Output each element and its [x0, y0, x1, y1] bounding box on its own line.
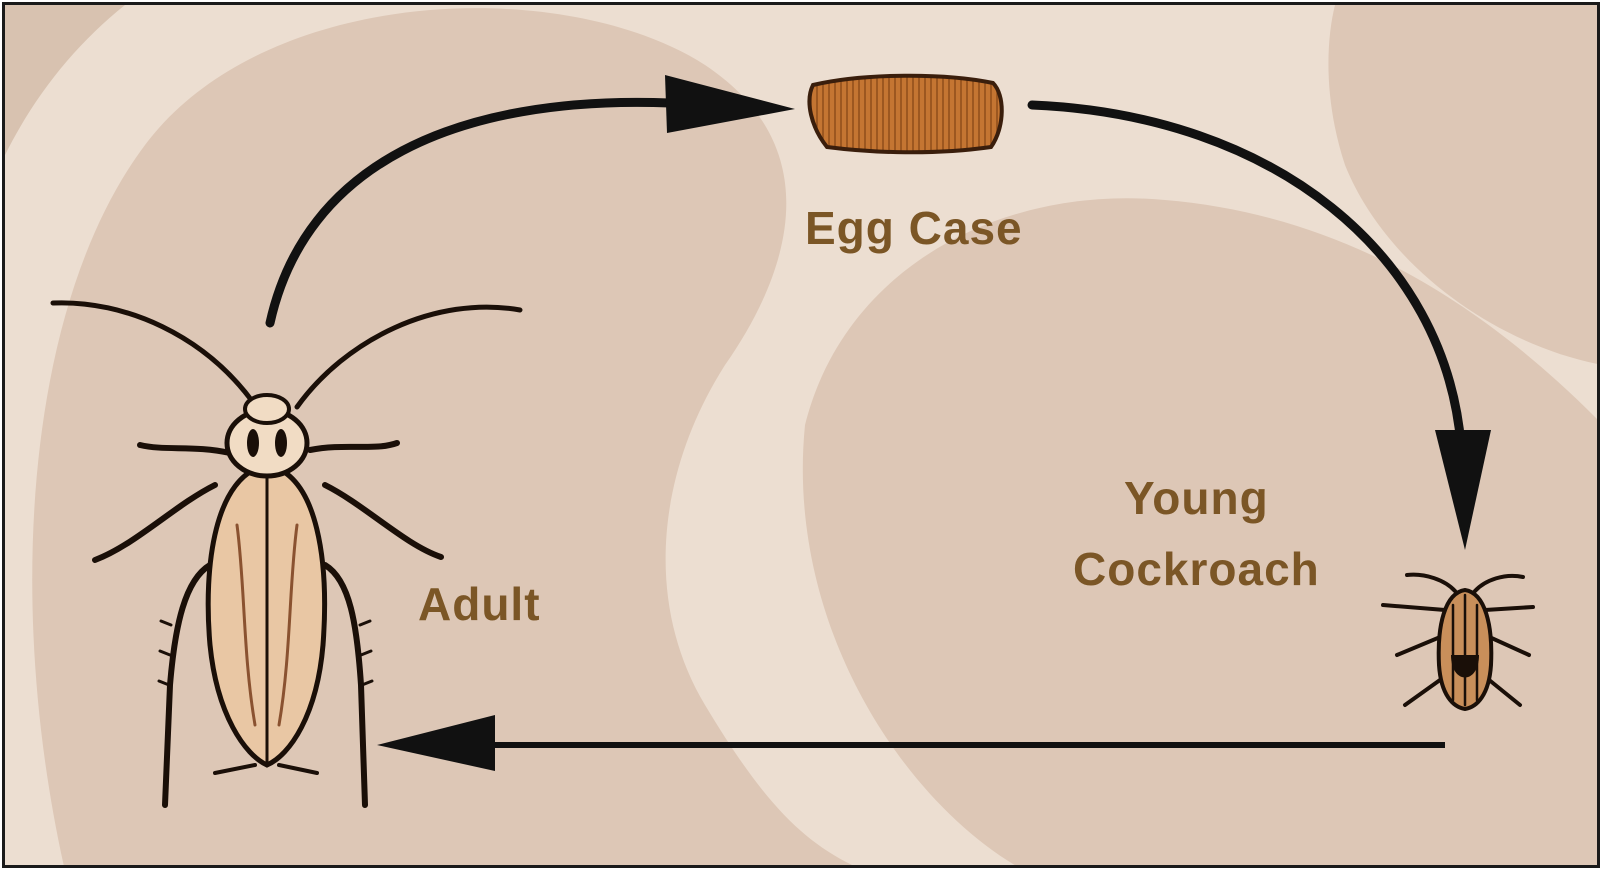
young-cockroach-label-line1: Young [1124, 472, 1269, 524]
arrow-adult-to-egg [265, 97, 675, 328]
background-blob-topright [1328, 5, 1597, 364]
arrow-egg-to-young-head [1435, 430, 1491, 550]
background-blob-right [802, 198, 1597, 865]
egg-case-label: Egg Case [805, 202, 1023, 254]
arrow-egg-to-young [1027, 100, 1466, 450]
arrow-adult-to-egg-head [665, 75, 795, 133]
adult-cockroach-illustration [50, 300, 523, 808]
egg-case-illustration [807, 73, 1004, 155]
young-cockroach-label: Young Cockroach [1073, 463, 1320, 606]
adult-label: Adult [418, 578, 541, 630]
background-blob-topleft [5, 5, 125, 155]
arrow-young-to-adult-head [377, 715, 495, 771]
young-cockroach-illustration [1381, 572, 1535, 712]
diagram-canvas [5, 5, 1597, 865]
young-cockroach-label-line2: Cockroach [1073, 543, 1320, 596]
